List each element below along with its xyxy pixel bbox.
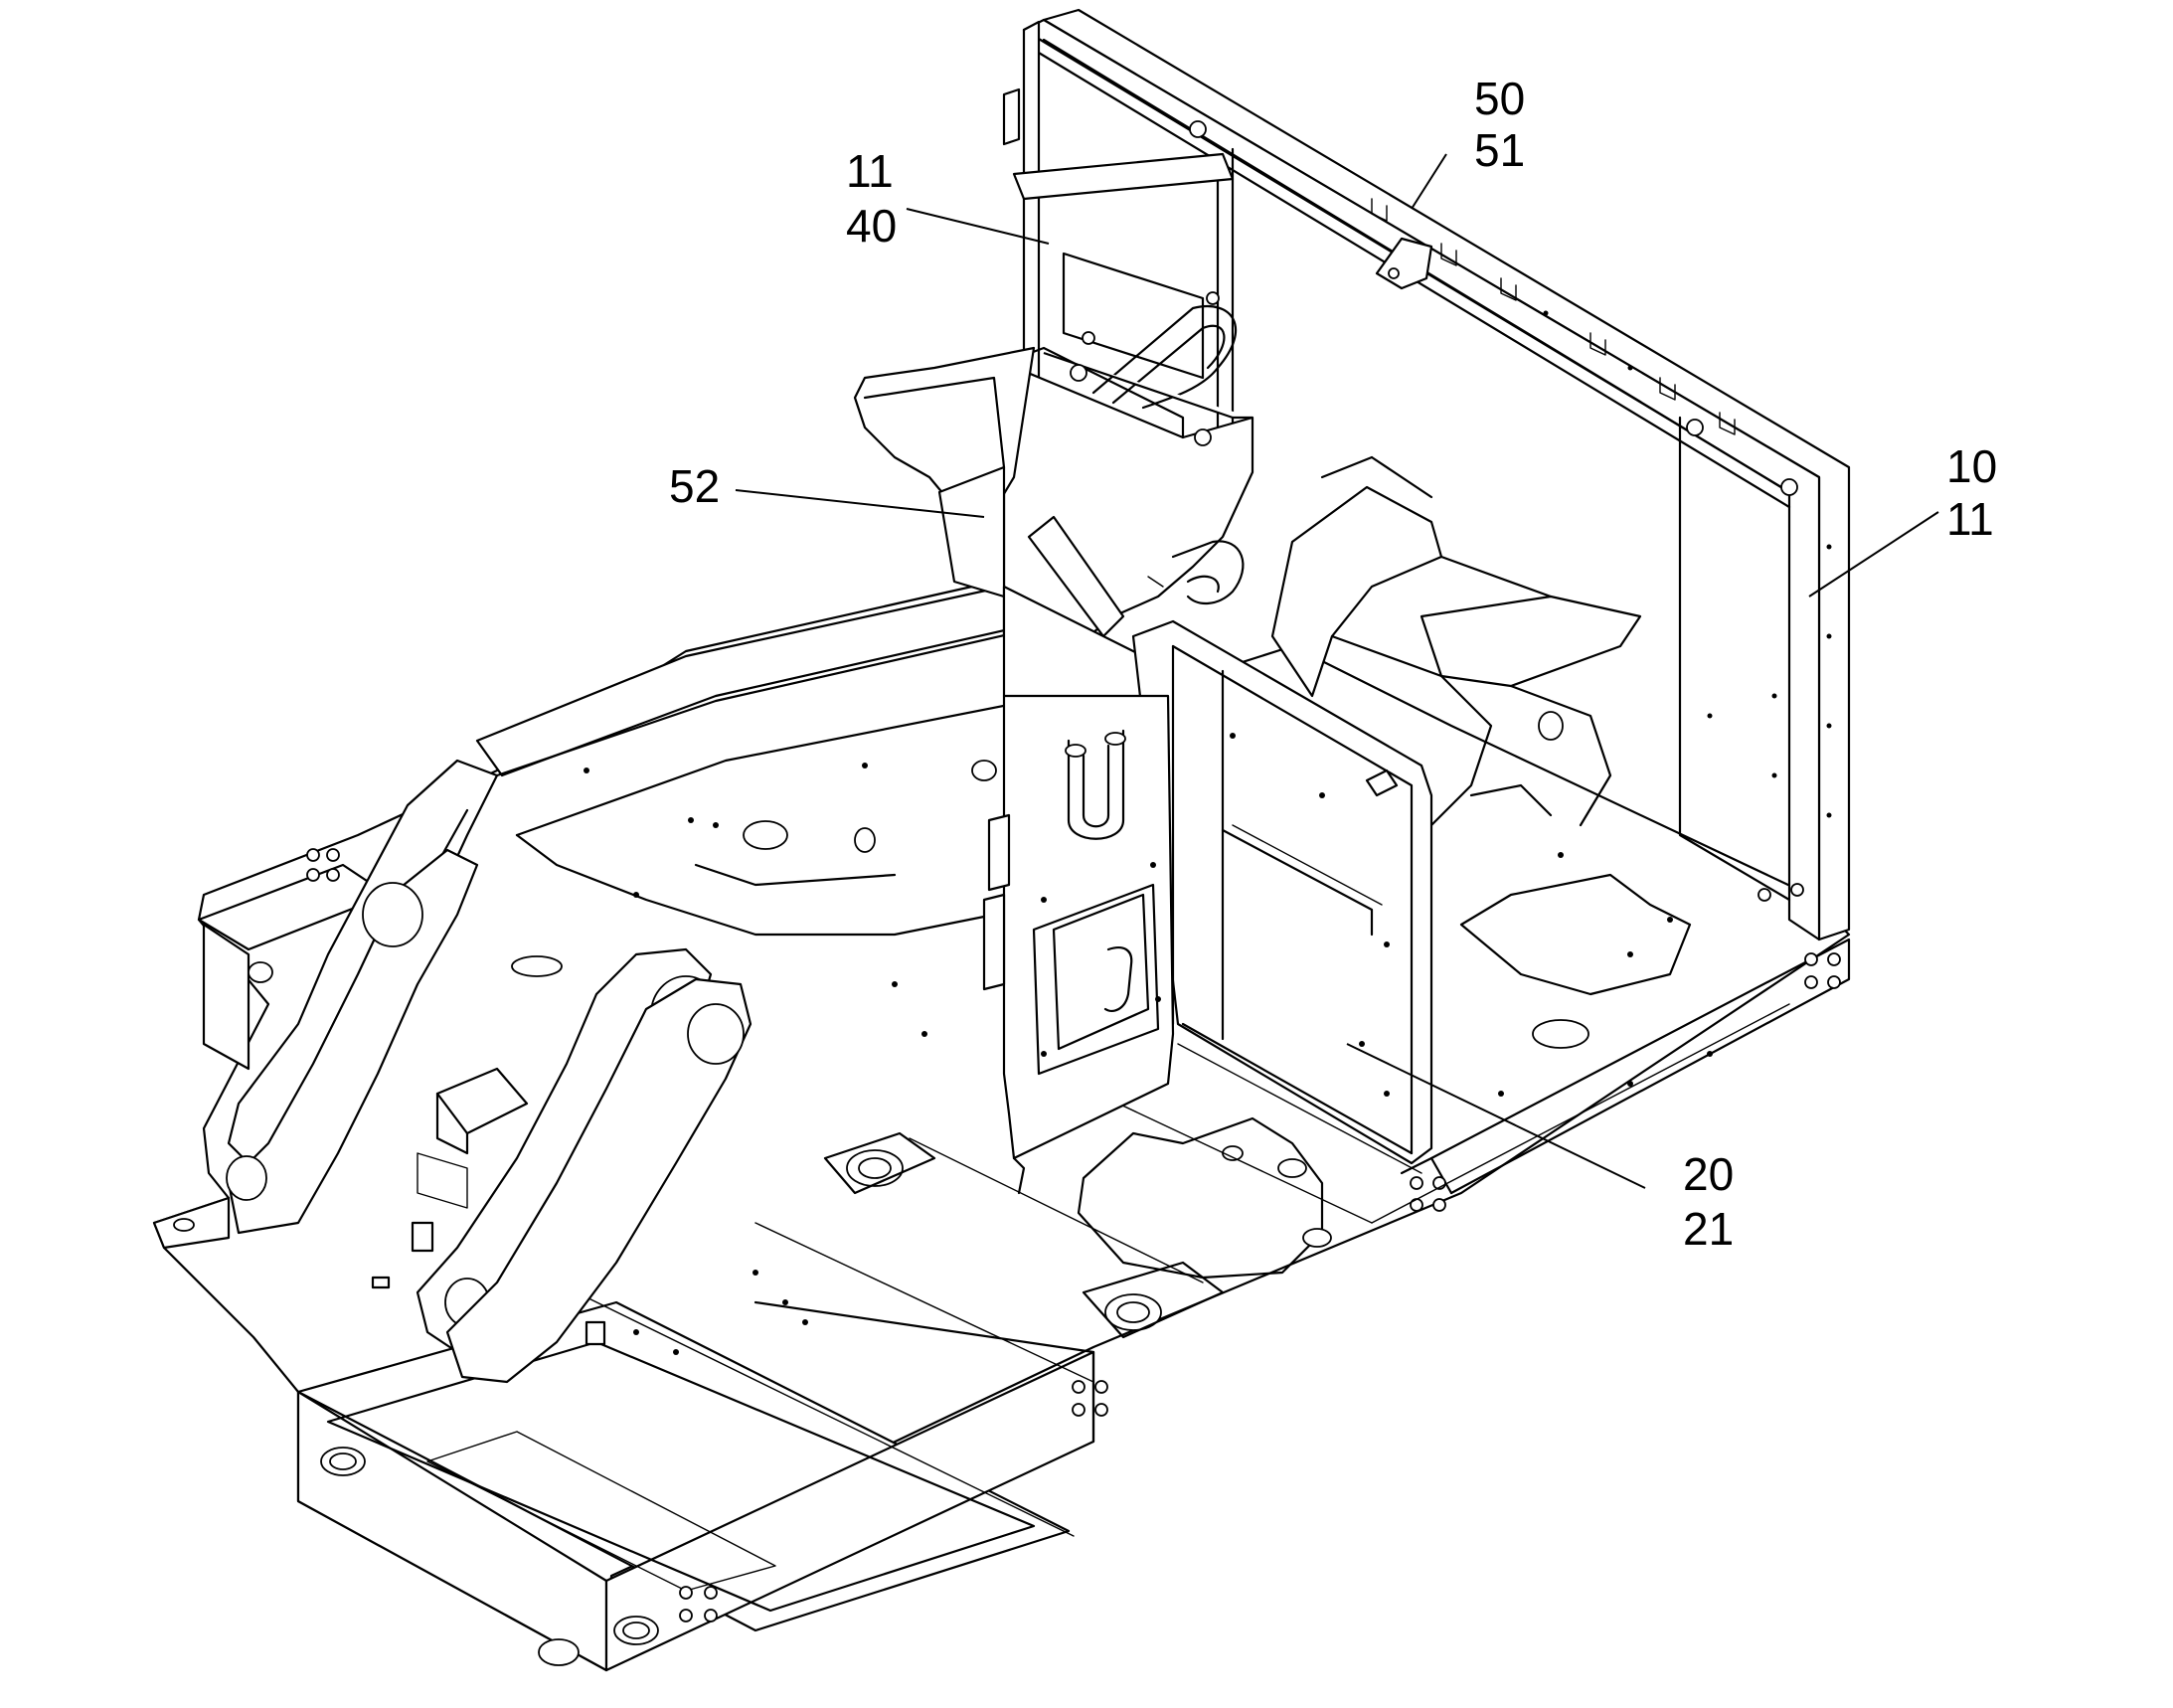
duct-assembly [853, 252, 1254, 718]
callout-21: 21 [1683, 1203, 1734, 1255]
leader-11-40 [906, 208, 1050, 245]
callout-50: 50 [1474, 73, 1525, 124]
panel-assembly [982, 619, 1433, 1195]
leader-10-11 [1808, 511, 1939, 598]
leader-20-21 [1346, 1043, 1646, 1189]
callout-11-right: 11 [1946, 493, 1994, 545]
callout-10: 10 [1946, 440, 1997, 492]
callout-52: 52 [669, 460, 720, 512]
leader-52 [735, 489, 985, 518]
right-side-beams [1270, 455, 1642, 827]
callout-labels: 50 51 11 40 52 10 11 20 21 [669, 73, 1997, 1255]
base-frame [152, 580, 1851, 1672]
leader-50-51 [1411, 153, 1447, 210]
callout-51: 51 [1474, 124, 1525, 176]
small-fasteners [584, 763, 1713, 1355]
leader-lines [735, 153, 1939, 1189]
callout-40: 40 [846, 200, 897, 252]
callout-20: 20 [1683, 1148, 1734, 1200]
callout-11-top: 11 [846, 145, 894, 197]
